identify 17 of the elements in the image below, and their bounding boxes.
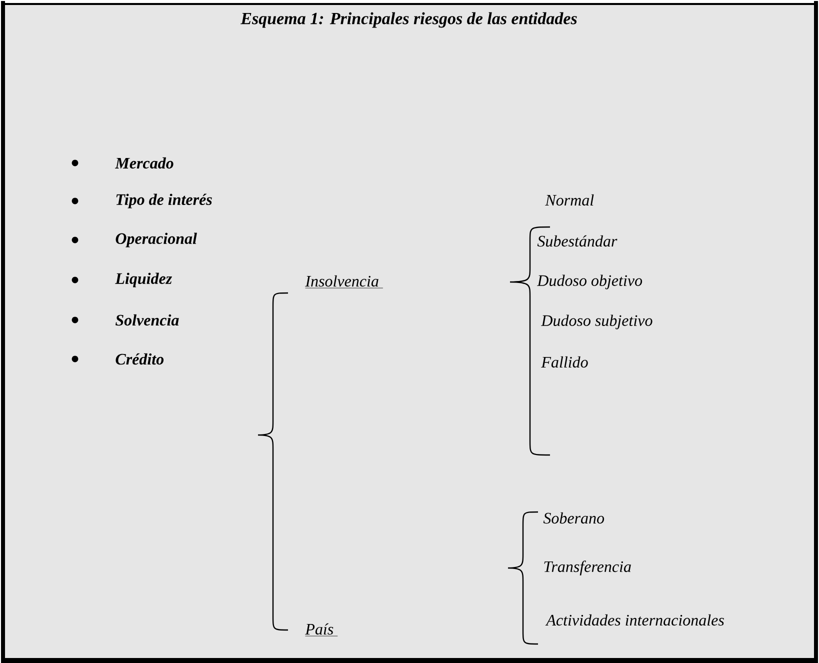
label: Mercado (115, 157, 174, 169)
label: Dudoso subjetivo (541, 314, 652, 330)
label: Tipo de interés (116, 194, 212, 208)
label: Insolvencia (305, 275, 384, 288)
label: Soberano (543, 512, 604, 524)
label: Operacional (116, 232, 197, 248)
label: Fallido (541, 356, 588, 368)
title: Esquema 1: Principales riesgos de las entidades (240, 12, 577, 28)
label: Solvencia (116, 314, 179, 326)
label: Dudoso objetivo (537, 274, 642, 290)
label: Subestándar (537, 235, 618, 247)
label: Liquidez (115, 272, 172, 288)
label: Normal (545, 194, 594, 206)
label: Transferencia (544, 560, 631, 576)
label: País (305, 623, 338, 636)
label: Crédito (116, 353, 164, 365)
label: Actividades internacionales (545, 614, 724, 626)
